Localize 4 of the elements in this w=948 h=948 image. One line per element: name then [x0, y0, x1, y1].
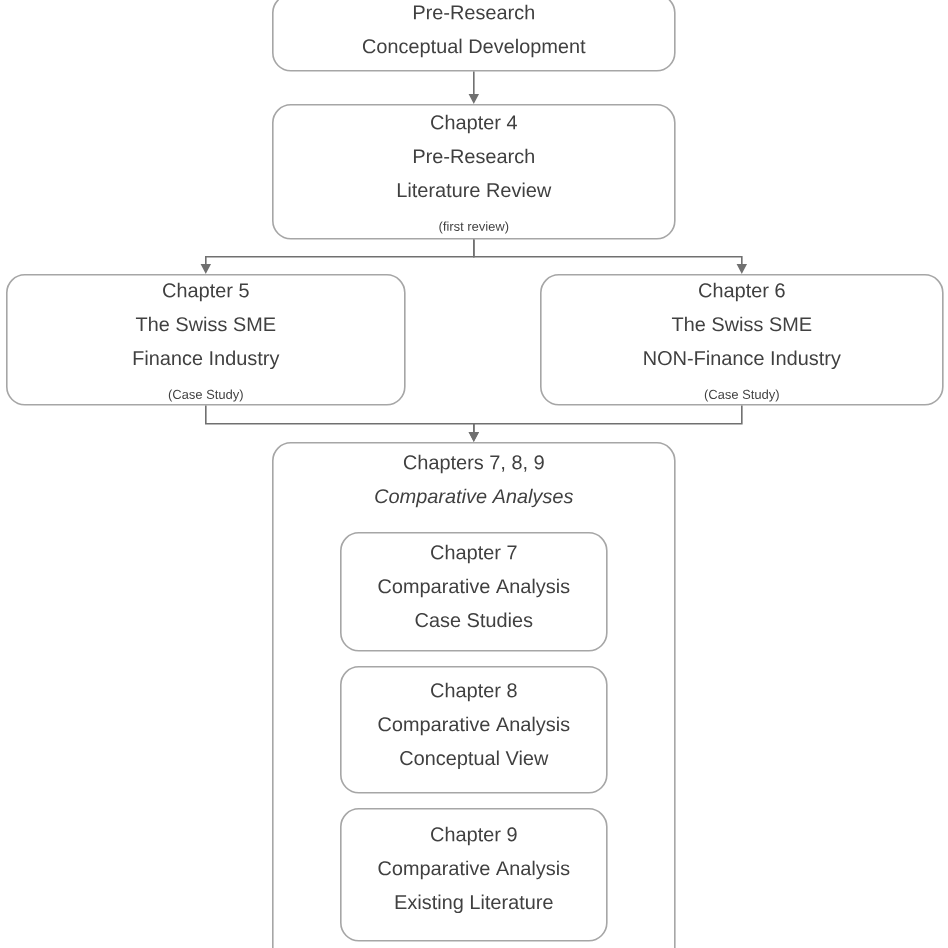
chapter-box: Chapter 8 Comparative Analysis Conceptual View: [340, 666, 608, 794]
chapter-box: Pre-Research Conceptual Development: [272, 0, 676, 72]
chapter-box: Chapter 7 Comparative Analysis Case Studies: [340, 532, 608, 652]
chapter-box: Chapter 9 Comparative Analysis Existing Literature: [340, 808, 608, 942]
